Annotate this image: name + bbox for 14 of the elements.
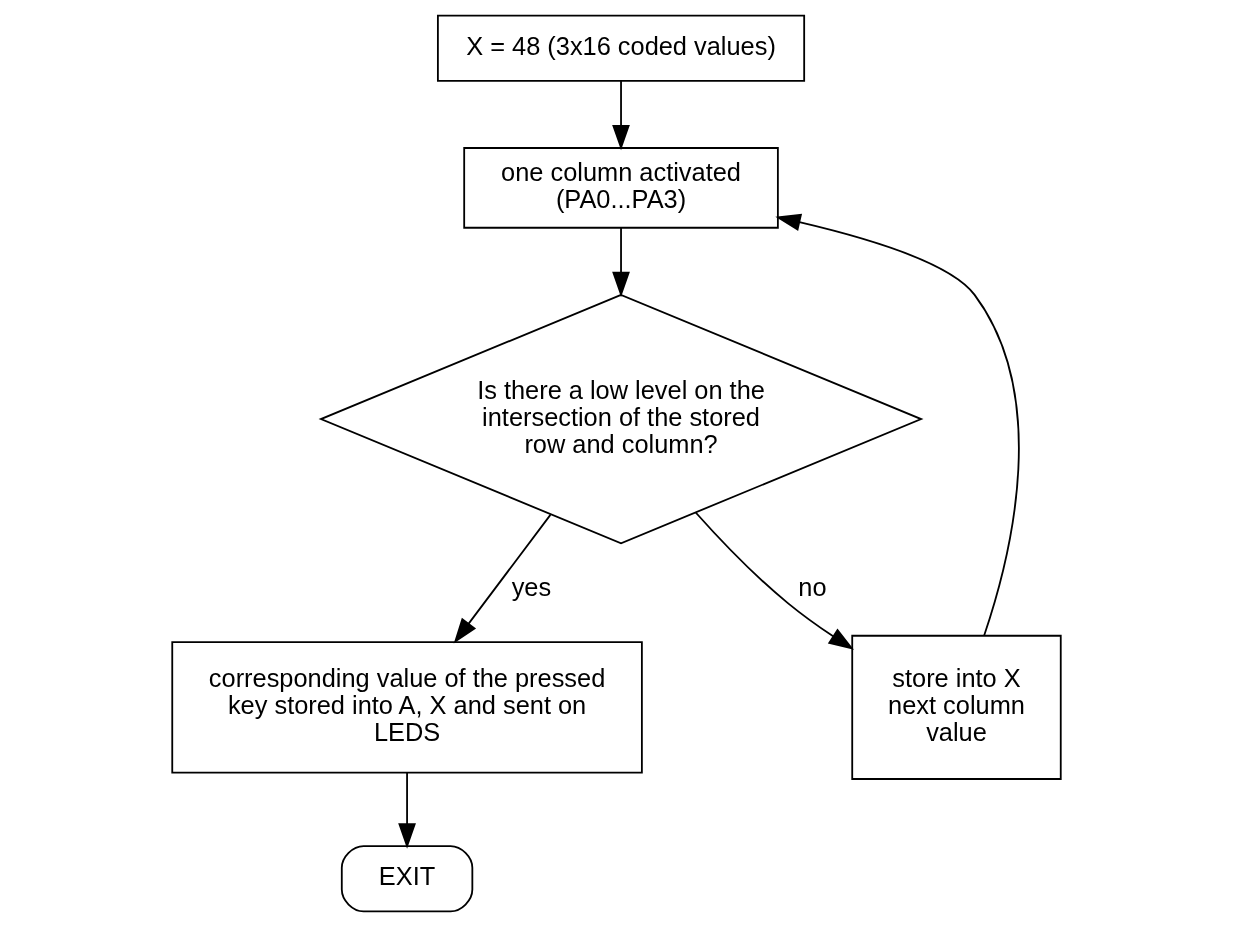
node-box: one column activated (PA0...PA3) (463, 147, 779, 229)
arrow (612, 80, 630, 151)
node-diamond: Is there a low level on the intersection of the stored row and column? (318, 293, 924, 545)
arrow (398, 772, 416, 849)
node-box: store into X next column value (851, 634, 1062, 780)
node-box: corresponding value of the pressed key stored into A, X and sent on LEDS (171, 641, 643, 774)
arrow (612, 226, 630, 298)
arrow (775, 213, 1020, 637)
edge-label: yes (511, 573, 552, 602)
arrow (453, 514, 552, 644)
node-box: EXIT (340, 845, 474, 913)
arrow (694, 511, 854, 650)
edge-label: no (798, 573, 827, 602)
node-box: X = 48 (3x16 coded values) (437, 14, 806, 82)
